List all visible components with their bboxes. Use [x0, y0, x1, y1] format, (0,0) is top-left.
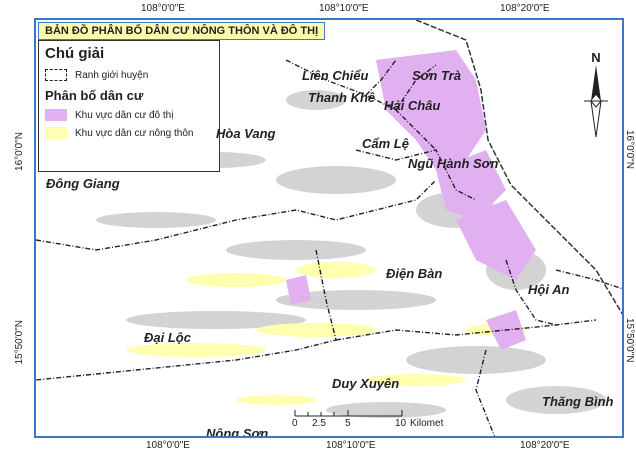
label-duy-xuyen: Duy Xuyên — [332, 376, 400, 391]
north-arrow-icon — [584, 65, 608, 138]
north-arrow: N — [584, 50, 608, 140]
label-hoi-an: Hội An — [528, 282, 570, 297]
label-dai-loc: Đại Lộc — [144, 330, 191, 345]
coord-right-1: 16°0'0"N — [624, 130, 635, 169]
legend-urban-row: Khu vực dân cư đô thị — [45, 106, 213, 124]
label-ngu-hanh-son: Ngũ Hành Sơn — [408, 156, 499, 171]
label-nong-son: Nông Sơn — [206, 426, 269, 438]
district-boundaries — [36, 59, 622, 436]
scale-tick-5: 5 — [345, 418, 351, 429]
label-cam-le: Cẩm Lệ — [362, 136, 409, 151]
north-label: N — [591, 50, 601, 65]
scale-tick-0: 0 — [292, 418, 298, 429]
urban-areas — [286, 50, 536, 350]
legend-title: Chú giải — [45, 45, 105, 62]
label-dong-giang: Đông Giang — [46, 176, 120, 191]
rural-label: Khu vực dân cư nông thôn — [75, 127, 194, 139]
map-title: BẢN ĐỒ PHÂN BỐ DÂN CƯ NÔNG THÔN VÀ ĐÔ TH… — [38, 22, 326, 40]
label-hoa-vang: Hòa Vang — [216, 126, 276, 141]
label-thang-binh: Thăng Bình — [542, 394, 614, 409]
scale-bar-graphic — [294, 410, 403, 417]
scale-tick-2-5: 2.5 — [312, 418, 326, 429]
scale-tick-10: 10 — [395, 418, 407, 429]
label-dien-ban: Điện Bàn — [386, 266, 443, 281]
map-canvas[interactable] — [36, 20, 624, 438]
label-son-tra: Sơn Trà — [412, 68, 461, 83]
scale-unit: Kilomet — [410, 418, 444, 429]
sea-area — [456, 20, 622, 314]
coord-top-3: 108°20'0"E — [500, 3, 550, 14]
urban-swatch — [45, 109, 67, 121]
scale-bar: 0 2.5 5 10 Kilomet — [292, 408, 464, 432]
coord-bottom-2: 108°10'0"E — [326, 440, 376, 451]
coord-bottom-3: 108°20'0"E — [520, 440, 570, 451]
urban-label: Khu vực dân cư đô thị — [75, 109, 174, 121]
coord-top-2: 108°10'0"E — [319, 3, 369, 14]
rural-areas — [126, 262, 526, 405]
rural-swatch — [45, 127, 67, 139]
legend-boundary-row: Ranh giới huyện — [45, 66, 213, 84]
boundary-swatch — [45, 69, 67, 81]
coord-left-1: 16°0'0"N — [14, 132, 25, 171]
boundary-label: Ranh giới huyện — [75, 69, 149, 81]
coord-top-1: 108°0'0"E — [141, 3, 185, 14]
label-lien-chieu: Liên Chiểu — [302, 68, 369, 83]
label-hai-chau: Hải Châu — [384, 98, 441, 113]
legend-box: Chú giải Ranh giới huyện Phân bố dân cư … — [38, 40, 220, 172]
coord-right-2: 15°50'0"N — [624, 318, 635, 363]
coord-left-2: 15°50'0"N — [14, 320, 25, 365]
coord-bottom-1: 108°0'0"E — [146, 440, 190, 451]
map-frame: BẢN ĐỒ PHÂN BỐ DÂN CƯ NÔNG THÔN VÀ ĐÔ TH… — [34, 18, 624, 438]
label-thanh-khe: Thanh Khê — [308, 90, 376, 105]
legend-section-title: Phân bố dân cư — [45, 88, 144, 103]
legend-rural-row: Khu vực dân cư nông thôn — [45, 124, 213, 142]
coastline — [415, 20, 622, 315]
